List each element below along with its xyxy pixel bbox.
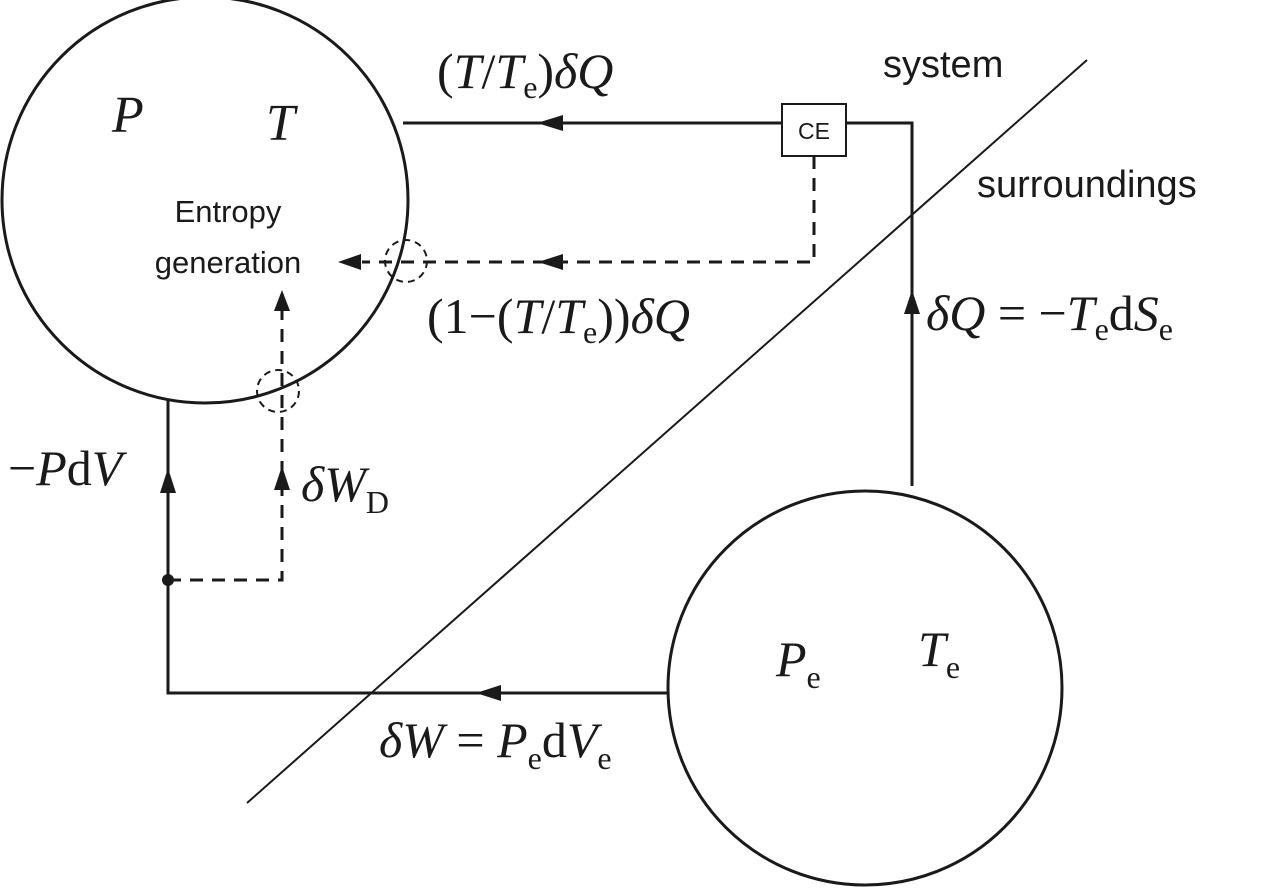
- heat-crossing-marker: [384, 239, 428, 283]
- surroundings-circle: [666, 489, 1064, 887]
- surroundings-pressure-symbol: Pe: [775, 631, 821, 695]
- heat-from-surroundings-arrow: [904, 290, 920, 314]
- surroundings-label: surroundings: [977, 164, 1197, 206]
- entropy-heat-dashed-line: [362, 156, 816, 264]
- pdv-work-label: −PdV: [8, 440, 128, 496]
- heat-to-entropy-label: (1−(T/Te))δQ: [427, 288, 690, 350]
- pdv-work-arrow: [160, 468, 176, 493]
- carnot-engine-label: CE: [798, 118, 830, 144]
- entropy-generation-arrow-heat: [338, 254, 361, 270]
- entropy-heat-dashed-arrow: [538, 254, 563, 270]
- heat-to-system-label: (T/Te)δQ: [437, 43, 613, 105]
- work-flow-line: [166, 400, 668, 695]
- surroundings-temperature-symbol: Te: [918, 621, 960, 685]
- carnot-engine-box: [781, 103, 847, 157]
- entropy-generation-arrow-work: [274, 290, 290, 311]
- boundary-work-arrow: [476, 685, 501, 701]
- system-label: system: [883, 44, 1003, 86]
- system-temperature-symbol: T: [266, 95, 298, 152]
- entropy-generation-label-line1: Entropy: [175, 194, 282, 229]
- work-crossing-marker: [256, 369, 300, 413]
- system-surroundings-boundary: [246, 59, 1088, 804]
- system-circle: [0, 0, 410, 405]
- entropy-generation-label-line2: generation: [155, 245, 302, 280]
- dissipated-work-label: δWD: [301, 456, 389, 520]
- heat-from-surroundings-label: δQ = −TedSe: [926, 285, 1173, 347]
- heat-flow-line: [846, 121, 914, 486]
- heat-to-system-arrow: [537, 115, 563, 131]
- boundary-work-label: δW = PedVe: [379, 712, 612, 776]
- dissipated-work-dashed-line: [168, 300, 284, 582]
- dissipated-work-arrow: [274, 466, 290, 490]
- system-pressure-symbol: P: [111, 87, 144, 144]
